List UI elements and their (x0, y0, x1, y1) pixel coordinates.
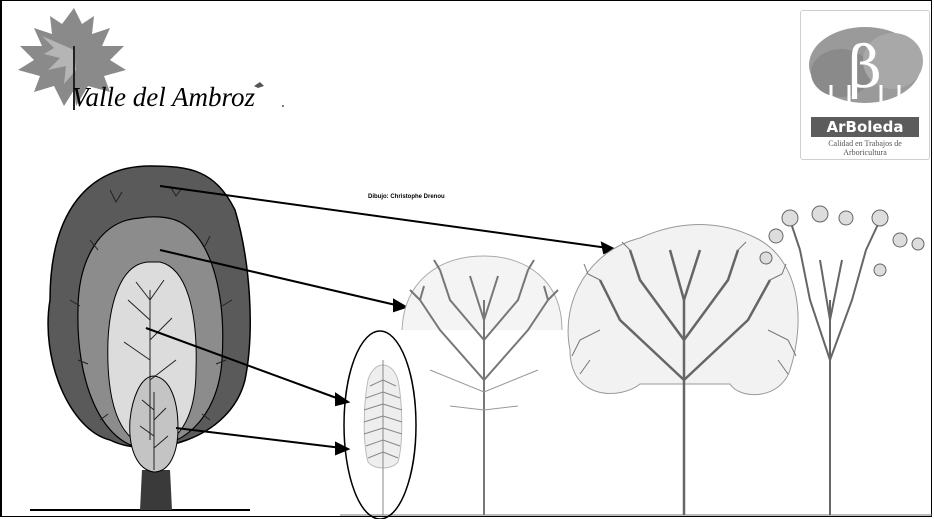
stage-sapling (344, 331, 416, 519)
trunk (140, 470, 172, 510)
stage-young-tree (402, 256, 562, 515)
stage-mature-tree (568, 225, 798, 516)
